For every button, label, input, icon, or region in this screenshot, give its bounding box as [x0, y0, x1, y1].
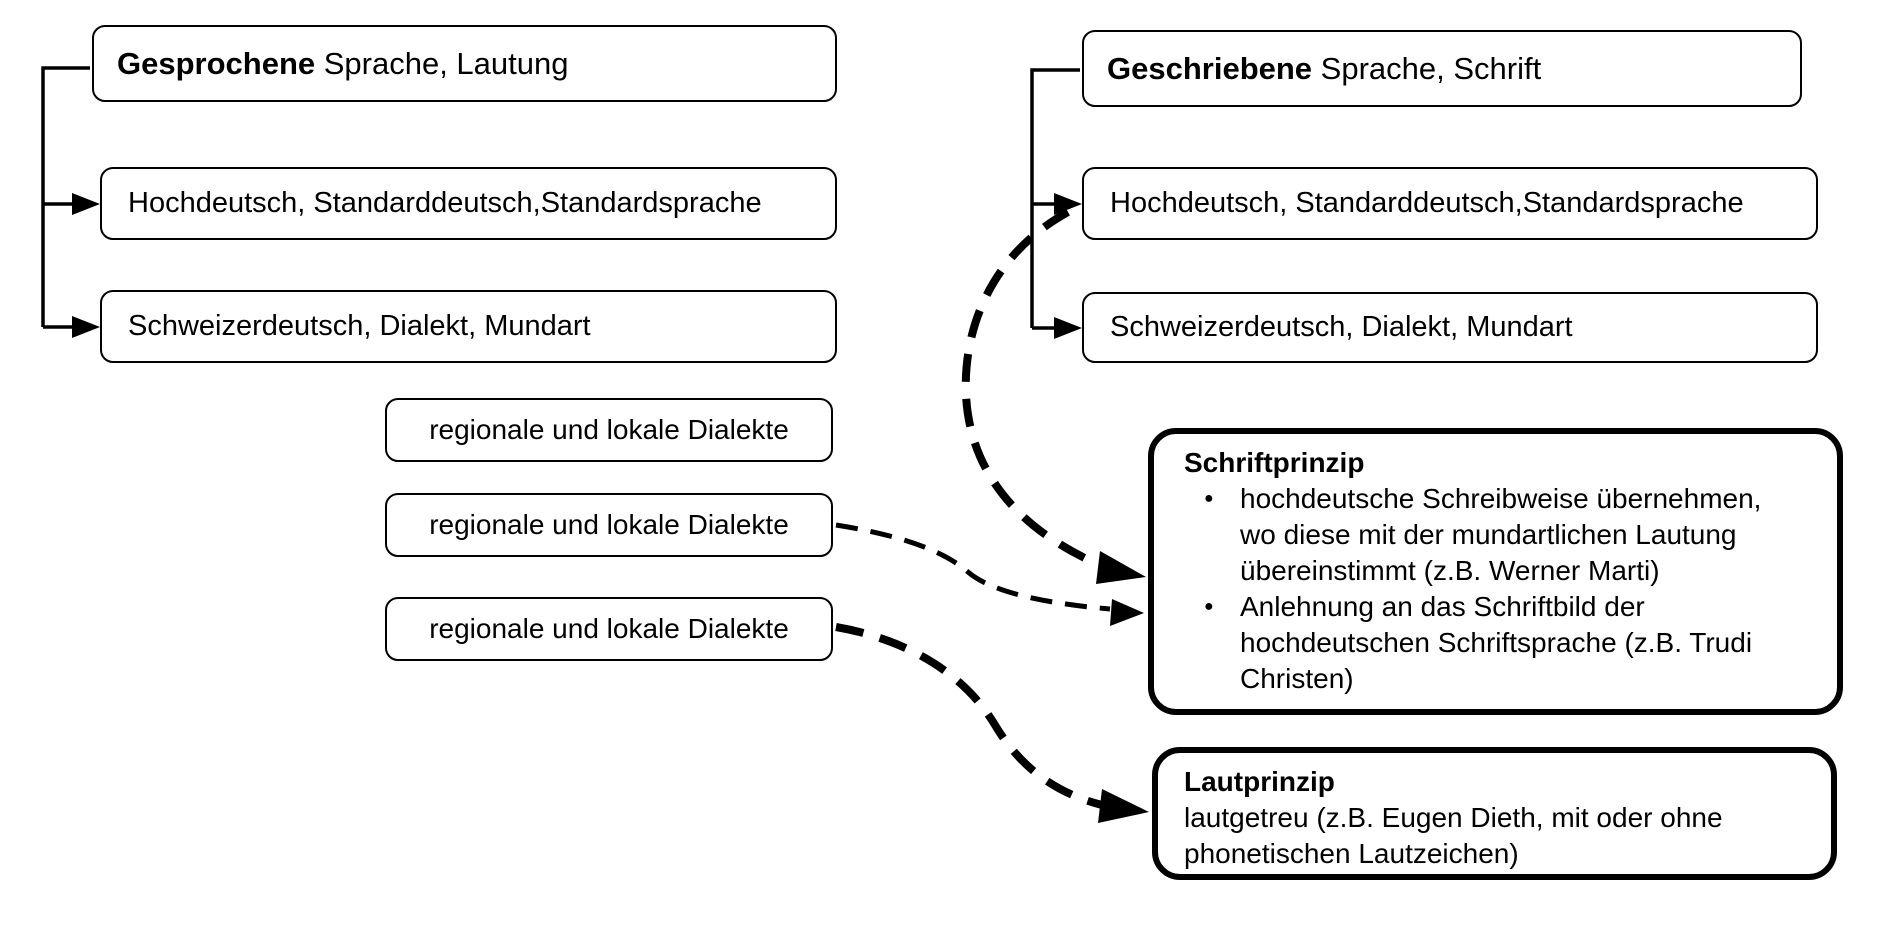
spoken-hochdeutsch-label: Hochdeutsch, Standarddeutsch,Standardspr… [128, 187, 762, 219]
box-dialekte-3: regionale und lokale Dialekte [385, 597, 833, 661]
left-arrowhead-hochdeutsch [72, 193, 100, 215]
written-hochdeutsch-label: Hochdeutsch, Standarddeutsch,Standardspr… [1110, 187, 1744, 219]
right-arrowhead-hochdeutsch [1054, 193, 1082, 215]
box-written-schweizerdeutsch: Schweizerdeutsch, Dialekt, Mundart [1082, 292, 1818, 363]
box-spoken-hochdeutsch: Hochdeutsch, Standarddeutsch,Standardspr… [100, 167, 837, 240]
spoken-title-rest: Sprache, Lautung [315, 45, 569, 81]
box-written-title: Geschriebene Sprache, Schrift [1082, 30, 1802, 107]
box-lautprinzip: Lautprinzip lautgetreu (z.B. Eugen Dieth… [1152, 747, 1837, 880]
box-dialekte-1: regionale und lokale Dialekte [385, 398, 833, 462]
arrowhead-into-schriftprinzip-lower [1110, 599, 1144, 626]
dashed-arrow-dialekt3-to-lautprinzip [835, 623, 1103, 809]
left-arrowhead-schweizerdeutsch [72, 316, 100, 338]
schriftprinzip-bullet-2: Anlehnung an das Schriftbild der hochdeu… [1202, 589, 1800, 697]
schriftprinzip-bullet-list: hochdeutsche Schreibweise übernehmen, wo… [1184, 481, 1815, 697]
box-spoken-title: Gesprochene Sprache, Lautung [92, 25, 837, 102]
box-schriftprinzip: Schriftprinzip hochdeutsche Schreibweise… [1148, 428, 1843, 715]
box-dialekte-2: regionale und lokale Dialekte [385, 493, 833, 557]
dashed-arrow-hochdeutsch-to-schriftprinzip [961, 208, 1104, 570]
schriftprinzip-title: Schriftprinzip [1184, 447, 1365, 478]
dialekte-3-label: regionale und lokale Dialekte [429, 613, 789, 644]
schriftprinzip-bullet-1: hochdeutsche Schreibweise übernehmen, wo… [1202, 481, 1800, 589]
lautprinzip-body: lautgetreu (z.B. Eugen Dieth, mit oder o… [1184, 802, 1723, 869]
spoken-title-bold: Gesprochene [117, 45, 316, 81]
dialekte-1-label: regionale und lokale Dialekte [429, 414, 789, 445]
box-spoken-schweizerdeutsch: Schweizerdeutsch, Dialekt, Mundart [100, 290, 837, 363]
written-title-bold: Geschriebene [1107, 50, 1313, 86]
lautprinzip-title: Lautprinzip [1184, 766, 1335, 797]
written-title-rest: Sprache, Schrift [1312, 50, 1542, 86]
written-schweizerdeutsch-label: Schweizerdeutsch, Dialekt, Mundart [1110, 311, 1573, 343]
dashed-arrow-dialekt2-to-schriftprinzip [835, 522, 1111, 612]
arrowhead-into-schriftprinzip-upper [1096, 551, 1146, 584]
left-bracket [41, 66, 90, 329]
spoken-schweizerdeutsch-label: Schweizerdeutsch, Dialekt, Mundart [128, 310, 591, 342]
box-written-hochdeutsch: Hochdeutsch, Standarddeutsch,Standardspr… [1082, 167, 1818, 240]
dialekte-2-label: regionale und lokale Dialekte [429, 509, 789, 540]
right-arrowhead-schweizerdeutsch [1054, 317, 1082, 339]
arrowhead-into-lautprinzip [1098, 789, 1149, 823]
